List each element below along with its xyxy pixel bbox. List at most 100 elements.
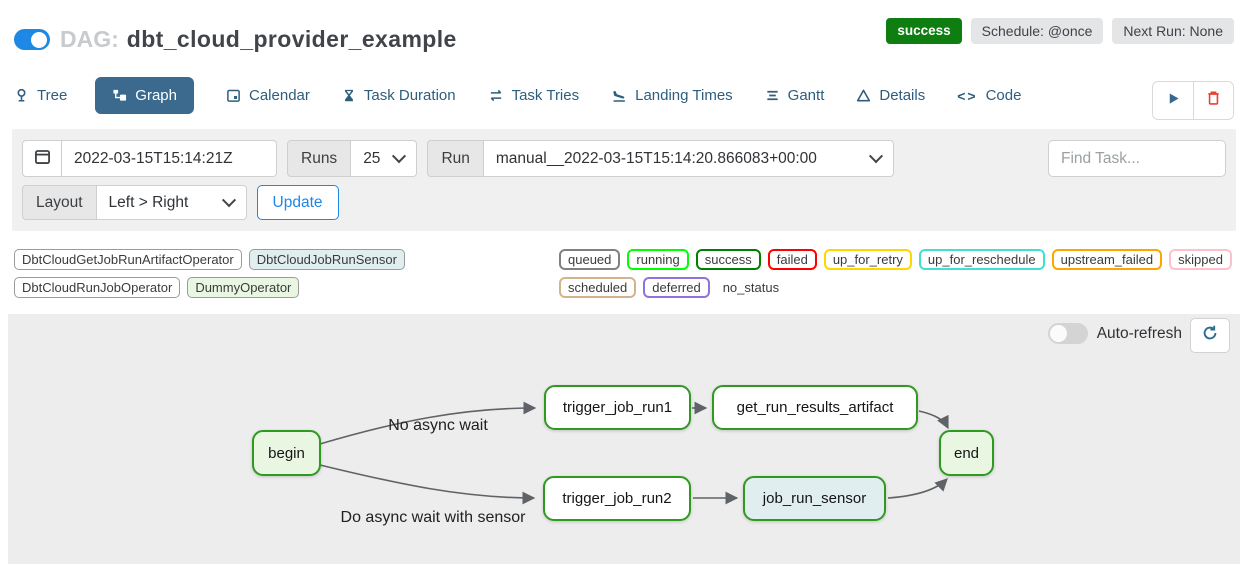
tab-task-tries[interactable]: Task Tries: [488, 77, 580, 114]
sitemap-icon: [112, 88, 127, 103]
runs-label: Runs: [287, 140, 352, 177]
tab-gantt[interactable]: Gantt: [765, 77, 825, 114]
tab-label: Details: [879, 87, 926, 104]
edge-label-do-async-wait: Do async wait with sensor: [340, 509, 526, 526]
legend: DbtCloudGetJobRunArtifactOperator DbtClo…: [14, 249, 1234, 298]
operator-chip: DummyOperator: [187, 277, 300, 298]
layout-select[interactable]: Left > Right: [96, 185, 247, 220]
auto-refresh-label: Auto-refresh: [1096, 324, 1182, 342]
status-chip[interactable]: up_for_reschedule: [918, 249, 1045, 270]
task-node-trigger_job_run2[interactable]: trigger_job_run2: [543, 476, 691, 521]
status-chip[interactable]: scheduled: [559, 277, 637, 298]
task-node-get_run_results_artifact[interactable]: get_run_results_artifact: [712, 385, 918, 430]
status-chip[interactable]: upstream_failed: [1051, 249, 1163, 270]
run-label: Run: [427, 140, 484, 177]
play-icon: [1166, 91, 1181, 111]
schedule-badge: Schedule: @once: [970, 18, 1104, 44]
runs-selected-value: 25: [363, 149, 381, 167]
refresh-button[interactable]: [1190, 318, 1230, 353]
edge-get_run_results_artifact-end: [918, 410, 949, 430]
layout-group: Layout Left > Right: [22, 185, 247, 220]
tab-label: Task Tries: [511, 87, 580, 104]
repeat-icon: [488, 88, 504, 103]
update-button[interactable]: Update: [256, 185, 339, 220]
toggle-knob: [1049, 325, 1067, 342]
gantt-icon: [765, 88, 780, 103]
tab-calendar[interactable]: Calendar: [226, 77, 310, 114]
dag-pause-toggle[interactable]: [14, 29, 50, 50]
tab-graph[interactable]: Graph: [95, 77, 194, 114]
pin-icon: [14, 88, 29, 103]
task-node-job_run_sensor[interactable]: job_run_sensor: [743, 476, 886, 521]
status-chip[interactable]: running: [627, 249, 689, 270]
status-chip[interactable]: up_for_retry: [823, 249, 912, 270]
operator-chip: DbtCloudJobRunSensor: [248, 249, 405, 270]
triangle-icon: [856, 88, 871, 103]
chevron-down-icon: [221, 192, 236, 207]
no-status-label: no_status: [722, 280, 780, 295]
task-node-begin[interactable]: begin: [252, 430, 321, 476]
tab-label: Tree: [37, 87, 68, 104]
status-chip[interactable]: success: [695, 249, 761, 270]
delete-dag-button[interactable]: [1193, 82, 1233, 119]
status-chip[interactable]: queued: [559, 249, 621, 270]
date-picker-button[interactable]: [22, 140, 62, 177]
tab-label: Gantt: [787, 87, 825, 104]
chevron-down-icon: [392, 148, 407, 163]
task-node-end[interactable]: end: [939, 430, 994, 476]
header-badges: success Schedule: @once Next Run: None: [886, 18, 1234, 44]
edge-begin-trigger_job_run1: [319, 401, 537, 445]
tab-label: Task Duration: [363, 87, 456, 104]
status-legend: queued running success failed up_for_ret…: [559, 249, 1234, 298]
filter-panel: Runs 25 Run manual__2022-03-15T15:14:20.…: [12, 129, 1236, 231]
execution-date-group: [22, 140, 277, 177]
view-tabs: Tree Graph Calendar Task Duration Task T…: [0, 77, 1248, 120]
auto-refresh-control: Auto-refresh: [1047, 323, 1182, 344]
layout-selected-value: Left > Right: [108, 193, 189, 211]
dag-action-buttons: [1152, 81, 1234, 120]
tab-tree[interactable]: Tree: [14, 77, 67, 114]
dag-prefix-label: DAG:: [60, 26, 119, 52]
filter-row-2: Layout Left > Right Update: [22, 185, 1226, 220]
find-task-input[interactable]: [1048, 140, 1226, 177]
refresh-icon: [1201, 324, 1219, 347]
dag-edges: [319, 401, 949, 505]
operator-chip: DbtCloudRunJobOperator: [14, 277, 181, 298]
toggle-knob: [31, 31, 47, 48]
trash-icon: [1206, 90, 1221, 111]
tab-label: Landing Times: [635, 87, 733, 104]
chevron-down-icon: [868, 148, 883, 163]
tab-label: Code: [985, 87, 1022, 104]
tab-landing-times[interactable]: Landing Times: [611, 77, 733, 114]
plane-landing-icon: [611, 88, 627, 103]
status-badge: success: [886, 18, 962, 44]
run-selected-value: manual__2022-03-15T15:14:20.866083+00:00: [495, 149, 817, 167]
page-title: dbt_cloud_provider_example: [126, 26, 457, 52]
status-chip[interactable]: skipped: [1169, 249, 1232, 270]
edge-label-no-async-wait: No async wait: [388, 417, 488, 434]
runs-group: Runs 25: [287, 140, 418, 177]
trigger-dag-button[interactable]: [1153, 82, 1193, 119]
operator-legend: DbtCloudGetJobRunArtifactOperator DbtClo…: [14, 249, 559, 298]
tab-details[interactable]: Details: [856, 77, 925, 114]
filter-row-1: Runs 25 Run manual__2022-03-15T15:14:20.…: [22, 140, 1226, 177]
calendar-icon: [226, 88, 241, 103]
status-chip[interactable]: failed: [767, 249, 817, 270]
execution-date-input[interactable]: [62, 140, 277, 177]
status-chip[interactable]: deferred: [643, 277, 710, 298]
dag-graph-panel: Auto-refresh begin trigger_job_run1 get_…: [8, 314, 1240, 564]
calendar-icon: [34, 148, 51, 170]
tab-label: Graph: [135, 87, 177, 104]
tab-task-duration[interactable]: Task Duration: [342, 77, 456, 114]
edge-begin-trigger_job_run2: [319, 464, 536, 505]
tab-label: Calendar: [249, 87, 310, 104]
operator-chip: DbtCloudGetJobRunArtifactOperator: [14, 249, 242, 270]
run-select[interactable]: manual__2022-03-15T15:14:20.866083+00:00: [483, 140, 894, 177]
code-icon: <>: [957, 87, 978, 104]
task-node-trigger_job_run1[interactable]: trigger_job_run1: [544, 385, 691, 430]
runs-select[interactable]: 25: [351, 140, 418, 177]
edge-job_run_sensor-end: [887, 478, 948, 499]
auto-refresh-toggle[interactable]: [1047, 323, 1088, 344]
hourglass-icon: [342, 88, 356, 103]
tab-code[interactable]: <> Code: [957, 77, 1021, 114]
